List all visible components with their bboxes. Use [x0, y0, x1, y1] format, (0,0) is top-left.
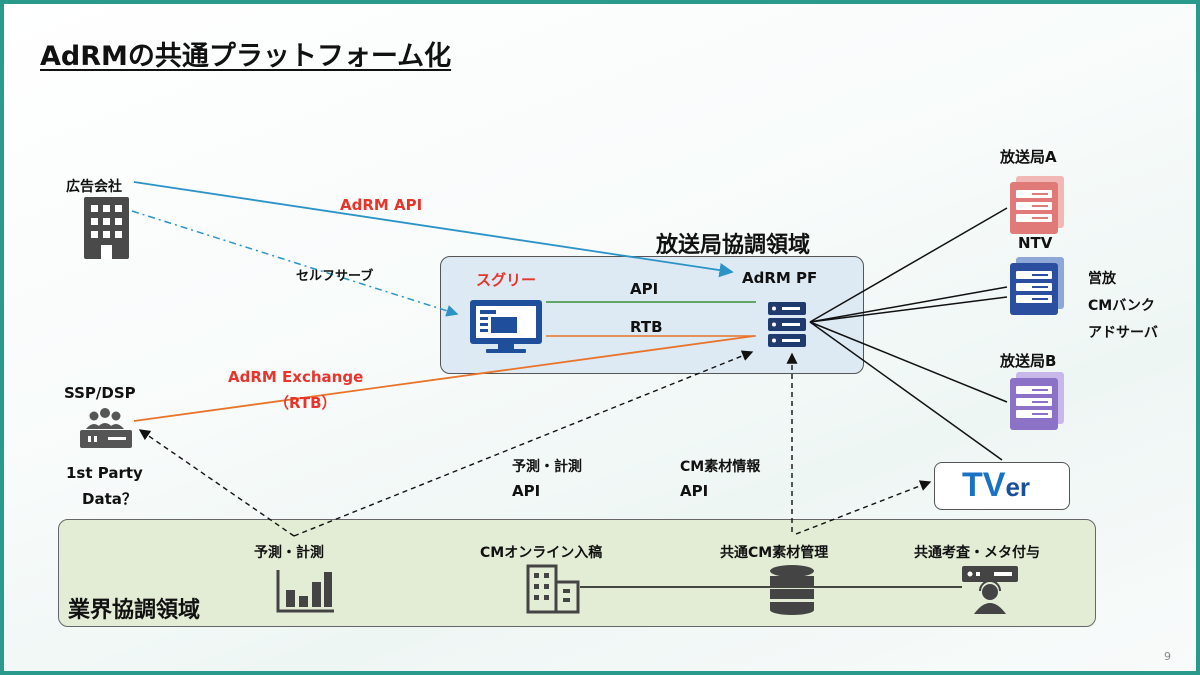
forecast-to-ssp-arrow [138, 429, 295, 537]
line-to-tver [809, 321, 1003, 461]
station-b-server-icon [1010, 372, 1064, 430]
industry-region-title: 業界協調領域 [68, 598, 201, 623]
forecast-api-label-2: API [512, 482, 541, 500]
exchange-line [133, 335, 755, 422]
line-to-station-a [809, 207, 1008, 323]
adrm-api-label: AdRM API [340, 196, 423, 214]
building-icon [84, 197, 129, 259]
rtb-edge-label: RTB [630, 318, 663, 336]
ntv-note-adserver: アドサーバ [1088, 325, 1158, 341]
adrm-api-arrow [133, 181, 734, 278]
industry-cm-material-label: 共通CM素材管理 [720, 545, 829, 561]
broadcast-region-title: 放送局協調領域 [656, 233, 811, 258]
tver-box [934, 462, 1070, 510]
exchange-rtb-label: （RTB） [274, 394, 337, 412]
tver-logo: TVer [962, 466, 1031, 504]
cm-info-label-1: CM素材情報 [680, 459, 761, 475]
office-building-icon [526, 564, 580, 614]
line-to-station-b [809, 321, 1008, 403]
first-party-data-label: Data？ [82, 490, 137, 508]
self-serve-arrow [131, 210, 459, 317]
database-icon [770, 565, 814, 615]
slide: TVer [4, 4, 1196, 671]
server-icon [768, 302, 806, 347]
ssp-dsp-label: SSP/DSP [64, 384, 136, 402]
line-to-ntv-1 [809, 286, 1008, 323]
diagram-canvas [80, 176, 1064, 615]
industry-cm-online-label: CMオンライン入稿 [480, 545, 603, 561]
page-number: 9 [1164, 650, 1171, 663]
ntv-label: NTV [1018, 234, 1053, 252]
ad-agency-label: 広告会社 [66, 179, 122, 195]
page-title: AdRMの共通プラットフォーム化 [40, 41, 452, 72]
forecast-api-label-1: 予測・計測 [512, 459, 582, 475]
adrm-pf-label: AdRM PF [742, 269, 818, 287]
industry-review-label: 共通考査・メタ付与 [914, 545, 1040, 561]
station-b-label: 放送局B [1000, 352, 1057, 370]
ntv-note-sales: 営放 [1088, 271, 1116, 287]
cm-info-label-2: API [680, 482, 709, 500]
ntv-note-cmbank: CMバンク [1088, 298, 1155, 314]
sugury-label: スグリー [476, 271, 537, 289]
monitor-icon [470, 300, 542, 353]
industry-forecast-label: 予測・計測 [254, 545, 324, 561]
ntv-server-icon [1010, 257, 1064, 315]
station-a-label: 放送局A [1000, 148, 1057, 166]
station-a-server-icon [1010, 176, 1064, 234]
bar-chart-icon [276, 570, 334, 613]
exchange-label: AdRM Exchange [228, 368, 364, 386]
api-edge-label: API [630, 280, 659, 298]
ssp-server-icon [80, 408, 132, 448]
review-operator-icon [962, 566, 1018, 614]
forecast-to-pf-arrow [293, 350, 754, 537]
line-to-ntv-2 [809, 296, 1008, 323]
self-serve-label: セルフサーブ [296, 269, 374, 284]
cm-material-to-tver-arrow [795, 480, 932, 535]
first-party-label: 1st Party [66, 464, 143, 482]
